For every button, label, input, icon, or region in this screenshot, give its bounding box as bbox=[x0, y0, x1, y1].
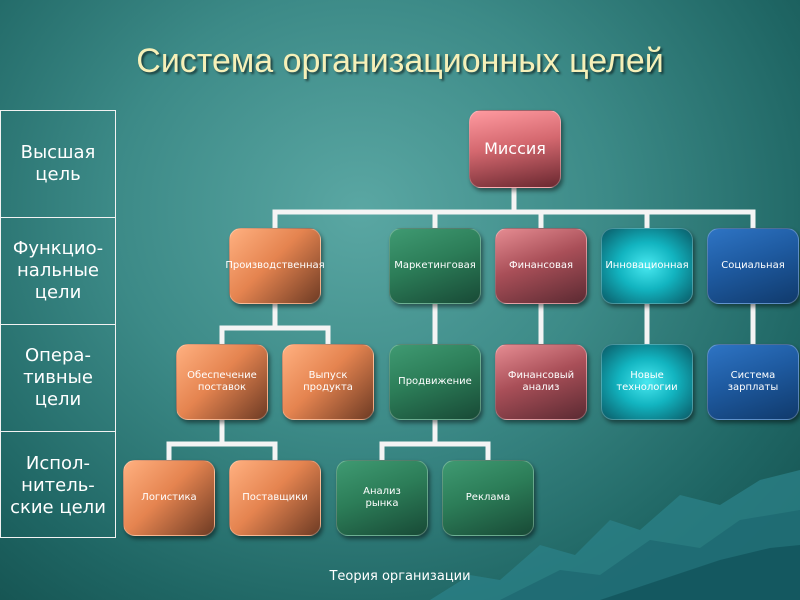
node-fin-analysis: Финансовый анализ bbox=[495, 344, 587, 420]
level-highest: Высшая цель bbox=[1, 111, 115, 218]
level-executive: Испол- нитель- ские цели bbox=[10, 452, 106, 518]
node-mission: Миссия bbox=[469, 110, 561, 188]
level-functional: Функцио- нальные цели bbox=[1, 218, 115, 325]
footer-caption: Теория организации bbox=[329, 569, 471, 584]
node-new-tech: Новые технологии bbox=[601, 344, 693, 420]
node-logistics: Логистика bbox=[123, 460, 215, 536]
node-production: Производственная bbox=[225, 228, 325, 304]
node-suppliers: Поставщики bbox=[229, 460, 321, 536]
node-pay-system: Система зарплаты bbox=[707, 344, 799, 420]
level-operational: Опера- тивные цели bbox=[1, 325, 115, 432]
node-marketing: Маркетинговая bbox=[389, 228, 481, 304]
node-finance: Финансовая bbox=[495, 228, 587, 304]
node-social: Социальная bbox=[707, 228, 799, 304]
goal-levels-table: Высшая цель Функцио- нальные цели Опера-… bbox=[0, 110, 116, 538]
node-supply: Обеспечение поставок bbox=[176, 344, 268, 420]
page-title: Система организационных целей bbox=[136, 42, 664, 80]
node-output: Выпуск продукта bbox=[282, 344, 374, 420]
node-advertising: Реклама bbox=[442, 460, 534, 536]
node-market-analysis: Анализ рынка bbox=[336, 460, 428, 536]
node-innovation: Инновационная bbox=[601, 228, 693, 304]
node-promotion: Продвижение bbox=[389, 344, 481, 420]
